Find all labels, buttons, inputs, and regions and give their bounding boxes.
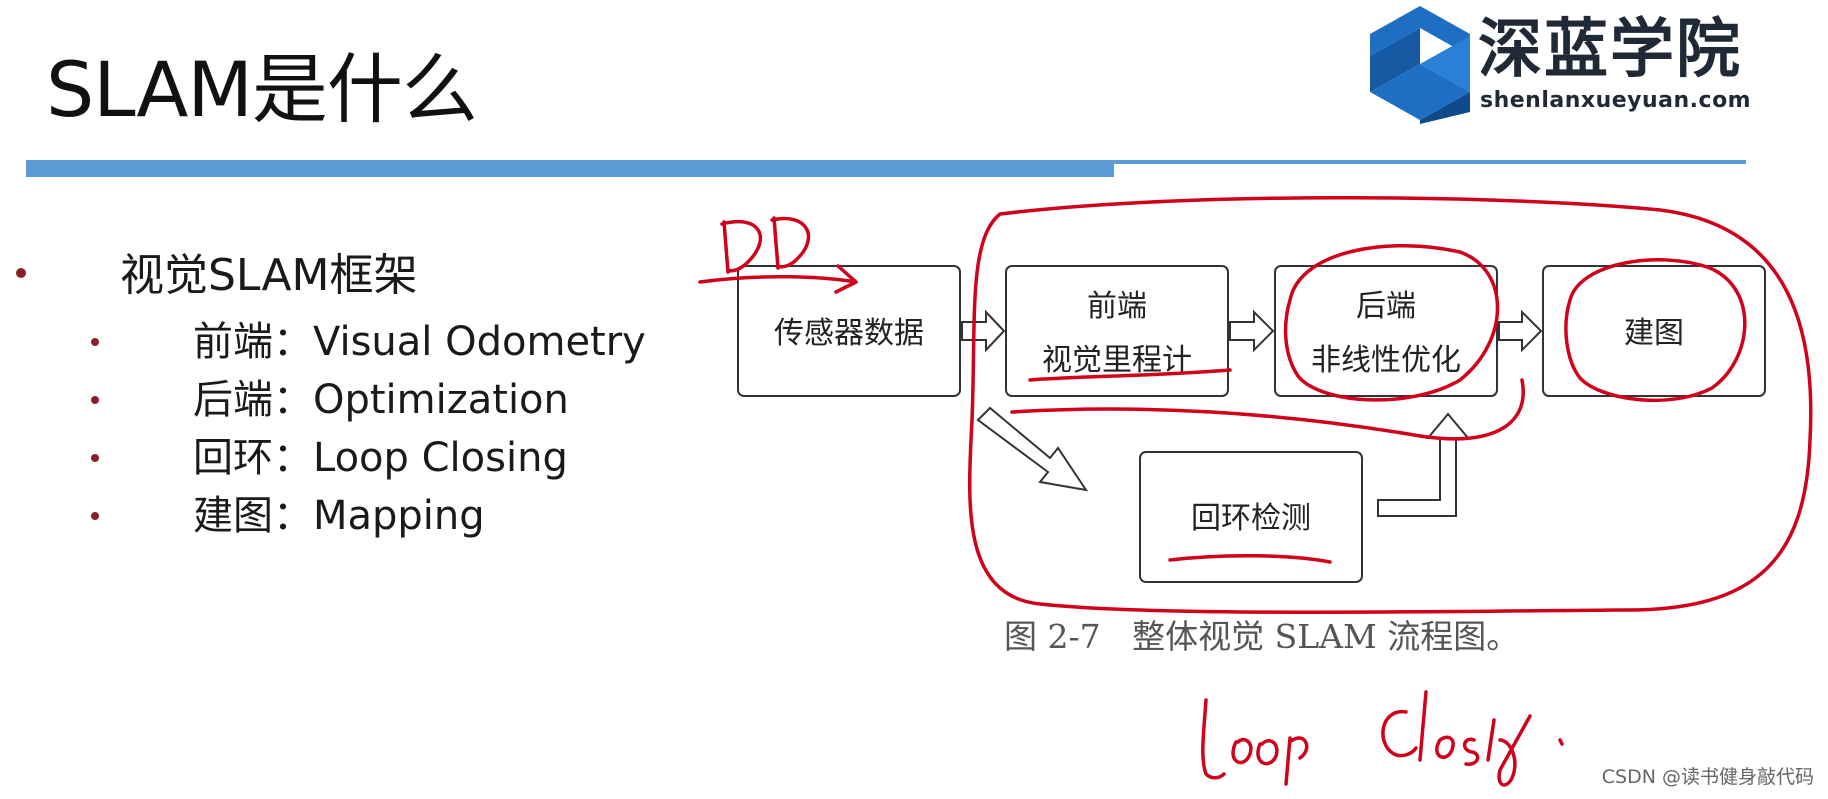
handwritten-line-backend-link	[1010, 378, 1525, 441]
box-loop-label: 回环检测	[1191, 501, 1311, 536]
source-watermark: CSDN @读书健身敲代码	[1601, 766, 1814, 788]
bullet-dot	[91, 396, 99, 404]
bullet-dot	[91, 512, 99, 520]
bullet-item-loop: 回环：Loop Closing	[193, 435, 568, 481]
box-frontend-title: 前端	[1087, 289, 1147, 324]
bullet-item-frontend: 前端：Visual Odometry	[193, 319, 646, 365]
slide-title: SLAM是什么	[46, 45, 478, 134]
handwritten-loop-closing	[1201, 690, 1564, 787]
handwritten-circle-mapping	[1564, 258, 1747, 403]
logo-name: 深蓝学院	[1478, 13, 1742, 87]
box-backend-sub: 非线性优化	[1311, 343, 1461, 378]
box-mapping	[1542, 265, 1766, 397]
arrow-right-icon	[961, 309, 1006, 353]
handwritten-underline-loop	[1168, 553, 1332, 564]
handwritten-underline-frontend	[1028, 368, 1232, 382]
bullet-item-mapping: 建图：Mapping	[193, 493, 485, 539]
box-backend-title: 后端	[1356, 289, 1416, 324]
arrow-elbow-up-icon	[1377, 412, 1471, 517]
handwritten-dd-glyph	[698, 216, 858, 294]
box-sensor-data	[737, 265, 961, 397]
handwritten-circle-backend	[1283, 243, 1500, 402]
bullet-dot	[91, 454, 99, 462]
box-frontend	[1005, 265, 1229, 397]
arrow-right-icon	[1498, 309, 1543, 353]
bullet-item-backend: 后端：Optimization	[193, 377, 569, 423]
shenlan-logo-icon	[1370, 6, 1470, 124]
bullet-dot	[91, 338, 99, 346]
title-underline-bar	[26, 160, 1114, 177]
title-underline-thin	[1114, 160, 1746, 164]
figure-caption: 图 2-7 整体视觉 SLAM 流程图。	[1004, 617, 1520, 656]
bullet-dot	[16, 268, 26, 278]
arrow-right-icon	[1229, 309, 1275, 353]
box-sensor-label: 传感器数据	[774, 316, 924, 351]
box-loop-detection	[1139, 451, 1363, 583]
logo-url: shenlanxueyuan.com	[1480, 88, 1752, 113]
bullet-main: 视觉SLAM框架	[120, 250, 418, 301]
box-backend	[1274, 265, 1498, 397]
box-mapping-label: 建图	[1624, 316, 1684, 351]
handwritten-circle-system	[967, 196, 1813, 615]
arrow-diagonal-icon	[976, 406, 1089, 492]
